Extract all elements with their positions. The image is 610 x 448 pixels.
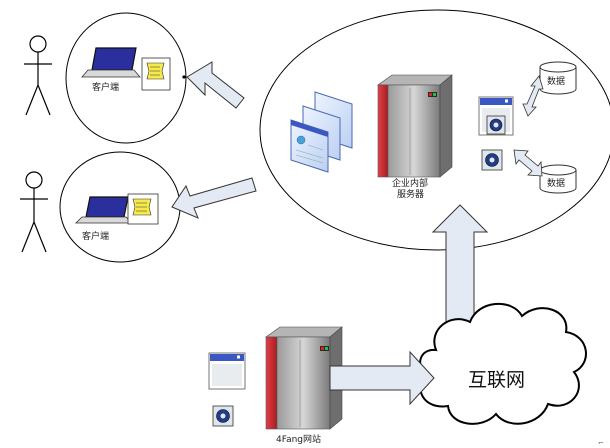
laptop-icon (75, 196, 133, 224)
enterprise-group: 企业内部 服务器 数据 数据 (259, 9, 610, 251)
server-label-line2: 服务器 (397, 188, 424, 200)
db-top-label: 数据 (547, 75, 565, 87)
scroll-icon (127, 193, 159, 225)
gear-badge-icon (486, 115, 506, 135)
arrow-icon (171, 177, 257, 219)
server-label-line1: 企业内部 (392, 177, 428, 189)
window-stack-icon (290, 91, 353, 173)
double-arrow-icon (522, 75, 544, 117)
client-bottom-group: 客户端 (59, 151, 181, 263)
laptop-icon (81, 47, 141, 78)
arrow-icon (186, 61, 245, 109)
website-label: 4Fang网站 (276, 433, 321, 445)
person-icon (20, 171, 48, 253)
client-top-label: 客户端 (92, 81, 119, 93)
person-icon (24, 35, 52, 116)
internet-label: 互联网 (468, 369, 525, 391)
database-icon (539, 164, 577, 194)
gear-badge-icon (212, 405, 234, 427)
server-icon (377, 74, 453, 178)
client-top-circle (65, 12, 187, 144)
server-icon (265, 326, 343, 430)
window-icon (208, 352, 246, 390)
arrow-icon (329, 350, 435, 406)
cloud-icon (419, 302, 587, 425)
client-top-group: 客户端 (65, 12, 187, 144)
website-group: 4Fang网站 (208, 326, 343, 445)
double-arrow-icon (513, 149, 543, 177)
database-icon (539, 61, 577, 95)
db-bottom-label: 数据 (547, 177, 565, 189)
enterprise-ellipse (259, 9, 610, 251)
scroll-icon (141, 57, 171, 91)
gear-badge-icon (481, 149, 503, 171)
corner-mark: ⌐ (598, 439, 604, 447)
client-bottom-label: 客户端 (82, 230, 109, 242)
